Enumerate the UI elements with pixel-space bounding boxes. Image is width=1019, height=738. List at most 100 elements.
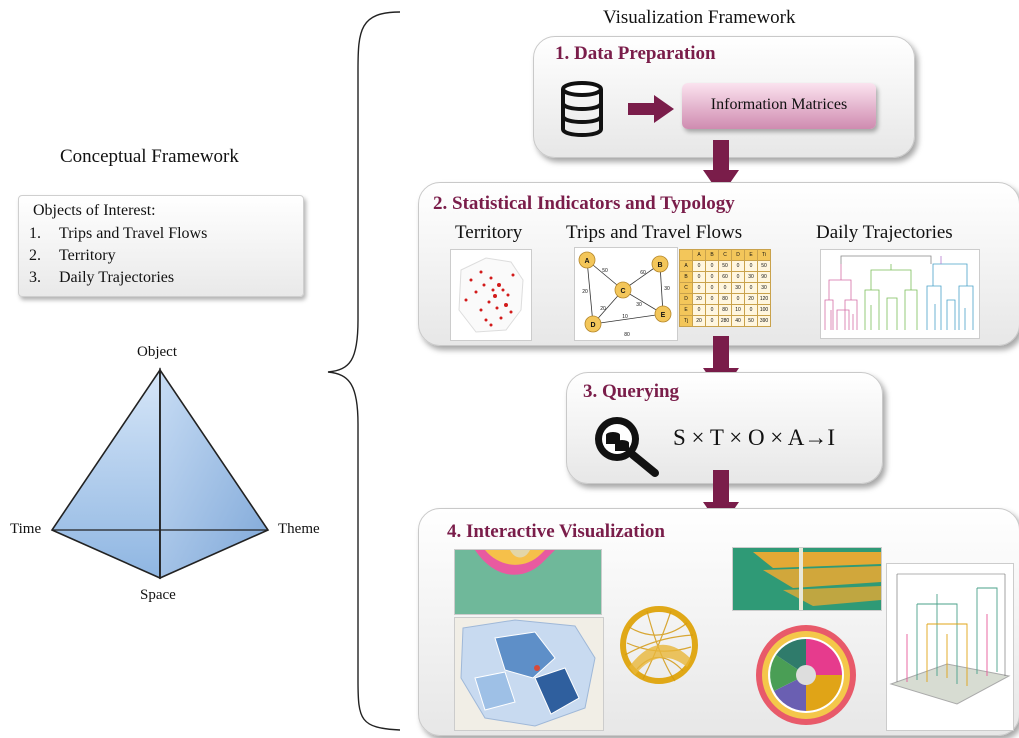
visualization-framework-title: Visualization Framework <box>603 7 796 28</box>
flow-edge-label: 30 <box>636 302 642 308</box>
flow-table-cell: 0 <box>705 260 719 272</box>
flow-table-cell: C <box>718 249 732 261</box>
flow-table-cell: 30 <box>744 271 758 283</box>
flow-table-cell: 50 <box>718 260 732 272</box>
flow-graph-thumbnail: A B C D E 50 60 30 20 80 10 20 30 <box>574 247 678 341</box>
step2-panel: 2. Statistical Indicators and Typology T… <box>418 182 1019 346</box>
flow-table-cell: 20 <box>744 293 758 305</box>
flow-table-cell: B <box>705 249 719 261</box>
step1-panel: 1. Data Preparation Information Matrices <box>533 36 915 158</box>
flow-table-cell: 0 <box>718 282 732 294</box>
flow-table-cell: 80 <box>718 304 732 316</box>
flow-table-cell: 100 <box>757 304 771 316</box>
flow-table-cell: E <box>679 304 693 316</box>
flow-table-cell: 390 <box>757 315 771 327</box>
search-database-icon <box>595 417 659 477</box>
flow-table-cell: D <box>731 249 745 261</box>
tetra-face-right <box>159 367 270 580</box>
flow-table-cell: E <box>744 249 758 261</box>
tetra-face-left <box>50 367 161 580</box>
database-icon <box>561 81 603 137</box>
flow-table-cell: 0 <box>731 271 745 283</box>
sunburst-chart-thumbnail <box>754 619 858 731</box>
flow-table-cell: 0 <box>731 260 745 272</box>
flow-table-cell: 0 <box>731 293 745 305</box>
tetra-label-theme: Theme <box>278 521 320 537</box>
flow-edge-label: 50 <box>602 268 608 274</box>
trajectories-label: Daily Trajectories <box>816 222 953 243</box>
flow-node-e: E <box>661 312 666 319</box>
streamgraph-thumbnail <box>454 549 602 615</box>
flow-table-cell: B <box>679 271 693 283</box>
tetra-label-space: Space <box>140 587 176 603</box>
step4-panel: 4. Interactive Visualization <box>418 508 1019 736</box>
flow-table-cell: D <box>679 293 693 305</box>
flow-table-cell: A <box>679 260 693 272</box>
flow-table-cell: 90 <box>757 271 771 283</box>
territory-label: Territory <box>455 222 523 243</box>
tetra-label-object: Object <box>137 344 177 360</box>
arrow-right-icon <box>628 95 674 123</box>
flow-table-cell: 0 <box>744 260 758 272</box>
objects-header: Objects of Interest: <box>33 202 156 219</box>
object-num-2: 2. <box>29 247 41 264</box>
flow-edge-label: 80 <box>624 332 630 338</box>
chord-diagram-thumbnail <box>617 587 701 733</box>
flow-table-cell: C <box>679 282 693 294</box>
flow-table-cell: 40 <box>731 315 745 327</box>
space-time-cube-thumbnail <box>886 563 1014 731</box>
flow-node-a: A <box>584 258 589 265</box>
choropleth-map-thumbnail <box>454 617 604 731</box>
flow-table-cell: 50 <box>757 260 771 272</box>
step3-panel: 3. Querying S × T × O × A→I <box>566 372 883 484</box>
flows-label: Trips and Travel Flows <box>566 222 743 243</box>
flow-node-c: C <box>620 288 625 295</box>
flow-table-cell: 0 <box>692 304 706 316</box>
flow-table-cell: 0 <box>744 304 758 316</box>
flow-table-cell: 0 <box>705 282 719 294</box>
flow-table-cell: 0 <box>705 293 719 305</box>
step3-title: 3. Querying <box>583 381 680 402</box>
flow-table-cell: 60 <box>718 271 732 283</box>
flow-node-d: D <box>590 322 595 329</box>
flow-table-cell: 10 <box>731 304 745 316</box>
flow-table-cell: 0 <box>692 260 706 272</box>
flow-table-cell: 0 <box>744 282 758 294</box>
flow-node-b: B <box>657 262 662 269</box>
objects-of-interest-box: Objects of Interest: 1. Trips and Travel… <box>18 195 304 297</box>
flow-table-cell: 0 <box>705 271 719 283</box>
flow-table-cell: 0 <box>705 304 719 316</box>
curly-brace <box>327 11 401 731</box>
flow-edge-label: 30 <box>664 286 670 292</box>
object-label-3: Daily Trajectories <box>59 269 175 286</box>
object-label-2: Territory <box>59 247 116 264</box>
flow-table-cell: 120 <box>757 293 771 305</box>
territory-map-thumbnail <box>450 249 532 341</box>
flow-edge-label: 10 <box>622 314 628 320</box>
flow-table-cell: 30 <box>731 282 745 294</box>
flow-table-cell: Tj <box>679 315 693 327</box>
flow-table-cell: 50 <box>744 315 758 327</box>
flow-table-cell: 30 <box>757 282 771 294</box>
step4-title: 4. Interactive Visualization <box>447 521 665 542</box>
flow-edge-label: 20 <box>600 306 606 312</box>
step1-title: 1. Data Preparation <box>555 43 716 64</box>
flow-table-cell: A <box>692 249 706 261</box>
step2-title: 2. Statistical Indicators and Typology <box>433 193 735 214</box>
flow-table-cell: 20 <box>692 293 706 305</box>
flow-table-cell: 80 <box>718 293 732 305</box>
flow-edge-label: 20 <box>582 289 588 295</box>
object-num-1: 1. <box>29 225 41 242</box>
flow-table-cell: 0 <box>705 315 719 327</box>
flow-edge-label: 60 <box>640 270 646 276</box>
object-num-3: 3. <box>29 269 41 286</box>
flow-table-cell: Ti <box>757 249 771 261</box>
